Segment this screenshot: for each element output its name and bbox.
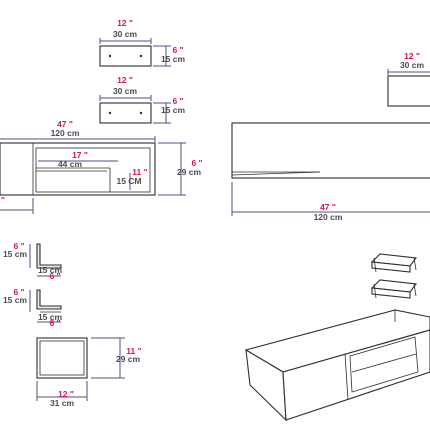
shelf2-depth-cm: 15 cm — [161, 105, 186, 115]
front-width-inch: 47 " — [57, 119, 73, 129]
bracket2-width-cm: 15 cm — [38, 312, 63, 322]
shelf1-width-inch: 12 " — [117, 18, 133, 28]
shelf1-front — [99, 45, 152, 67]
bracket2-height-inch: 6 " — [13, 287, 24, 297]
shelf1-depth-cm: 15 cm — [161, 54, 186, 64]
back-width-cm: 120 cm — [314, 212, 343, 222]
bracket1-height-inch: 6 " — [13, 241, 24, 251]
unit-front-view: 47 " 120 cm 17 " 44 cm 11 " 15 CM 6 " 29… — [0, 119, 203, 214]
inner-height-cm: 15 CM — [116, 176, 141, 186]
bracket2-shape — [36, 289, 62, 310]
bracket1-width-cm: 15 cm — [38, 265, 63, 275]
back-width-inch: 47 " — [320, 202, 336, 212]
back-shelf-cm: 30 cm — [400, 60, 425, 70]
cube-width-inch: 12 " — [58, 389, 74, 399]
shelf2-width-inch: 12 " — [117, 75, 133, 85]
unit-back-view: 12 " 30 cm 47 " 120 cm — [231, 51, 430, 222]
cube-height-inch: 11 " — [126, 346, 141, 356]
small-shelf-1: 12 " 30 cm 6 " 15 cm — [99, 18, 186, 67]
front-width-cm: 120 cm — [51, 128, 80, 138]
back-shelf — [387, 75, 430, 107]
shelf2-front — [99, 102, 152, 124]
small-shelf-2: 12 " 30 cm 6 " 15 cm — [99, 75, 186, 124]
unit-body — [0, 142, 156, 196]
front-bottom-inch: " — [1, 195, 5, 205]
open-width-cm: 44 cm — [58, 159, 83, 169]
cube-width-cm: 31 cm — [50, 398, 75, 408]
perspective-wall-shelves — [370, 253, 418, 299]
cube-outline — [36, 337, 88, 379]
bracket2-width-inch: 6 " — [49, 318, 60, 328]
bracket2-height-cm: 15 cm — [3, 295, 28, 305]
perspective-tv-unit — [244, 309, 430, 422]
shelf2-depth-inch: 6 " — [172, 96, 183, 106]
bracket1-width-inch: 6 " — [49, 271, 60, 281]
cube-shelf: 11 " 29 cm 12 " 31 cm — [36, 337, 142, 408]
bracket-1: 6 " 15 cm 15 cm 6 " — [3, 241, 63, 281]
bracket-2: 6 " 15 cm 15 cm 6 " — [3, 287, 63, 328]
open-width-inch: 17 " — [72, 150, 88, 160]
back-shelf-inch: 12 " — [404, 51, 420, 61]
bracket1-shape — [36, 243, 62, 269]
shelf1-width-cm: 30 cm — [113, 29, 138, 39]
bracket1-height-cm: 15 cm — [3, 249, 28, 259]
inner-height-inch: 11 " — [132, 167, 147, 177]
shelf2-width-cm: 30 cm — [113, 86, 138, 96]
front-height-cm: 29 cm — [177, 167, 202, 177]
back-cabinet — [231, 122, 430, 179]
cube-height-cm: 29 cm — [116, 354, 141, 364]
shelf1-depth-inch: 6 " — [172, 45, 183, 55]
front-height-inch: 6 " — [191, 158, 202, 168]
